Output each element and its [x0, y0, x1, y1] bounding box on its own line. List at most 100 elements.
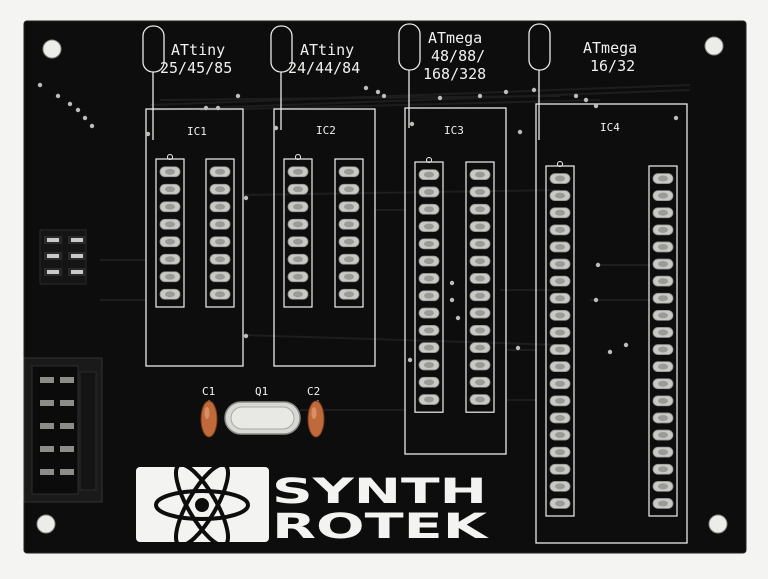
socket-pin [652, 224, 674, 236]
via [273, 125, 279, 131]
trace [149, 84, 691, 106]
mounting-hole [42, 39, 62, 59]
header-pin [68, 236, 86, 244]
socket-pin [209, 288, 231, 300]
socket-pin [549, 498, 571, 509]
socket-pin [418, 359, 440, 371]
socket-pin [652, 498, 674, 509]
chip-labels: ATtiny 25/45/85 ATtiny 24/44/84 ATmega 4… [160, 29, 637, 83]
socket-pin [287, 201, 309, 213]
socket-pin [338, 218, 360, 230]
ic4-socket-left [545, 165, 575, 517]
socket-pin [469, 290, 491, 302]
socket-pin [652, 480, 674, 492]
header-pin [60, 377, 74, 383]
socket-pin [287, 236, 309, 248]
socket-pin [549, 361, 571, 373]
socket-pin [338, 183, 360, 195]
mounting-hole [708, 514, 728, 534]
via [607, 349, 613, 355]
via [243, 333, 249, 339]
socket-pin [159, 166, 181, 178]
socket-pin [652, 395, 674, 407]
via [55, 93, 61, 99]
attiny-a-label-line2: 25/45/85 [160, 59, 232, 77]
socket-pin [549, 275, 571, 287]
socket-pin [652, 309, 674, 321]
via [409, 121, 415, 127]
socket-pin [418, 169, 440, 181]
trace [242, 334, 561, 346]
socket-pin [418, 203, 440, 215]
designator-ic2: IC2 [316, 124, 336, 137]
via [477, 93, 483, 99]
logo-line2: ROTEK [272, 507, 490, 547]
test-point-pads [142, 23, 551, 140]
socket-pin [652, 429, 674, 441]
socket-pin [469, 186, 491, 198]
socket-pin [418, 394, 440, 405]
mounting-holes [36, 36, 728, 534]
socket-pin [652, 190, 674, 202]
atmega-a-label-line3: 168/328 [423, 65, 486, 83]
socket-pin [549, 292, 571, 304]
socket-pin [549, 207, 571, 219]
socket-pin [159, 288, 181, 300]
socket-pin [469, 394, 491, 405]
socket-pin [652, 412, 674, 424]
socket-pin [469, 324, 491, 336]
ic3-socket-right [465, 161, 495, 413]
via [375, 89, 381, 95]
via [67, 101, 73, 107]
header-pin [40, 377, 54, 383]
via [82, 115, 88, 121]
via [503, 89, 509, 95]
via [89, 123, 95, 129]
via [449, 280, 455, 286]
socket-pin [549, 258, 571, 270]
pin1-marker [557, 161, 563, 167]
header-pin [68, 268, 86, 276]
header-pin [60, 446, 74, 452]
crystal-q1 [224, 401, 301, 435]
designator-ic1: IC1 [187, 125, 207, 138]
socket-pin [159, 253, 181, 265]
socket-pin [159, 218, 181, 230]
socket-pin [338, 288, 360, 300]
header-pin [60, 400, 74, 406]
via [595, 262, 601, 268]
via [573, 93, 579, 99]
attiny-a-label-line1: ATtiny [171, 41, 225, 59]
box-header-pins [40, 377, 74, 475]
socket-pin [549, 327, 571, 338]
via [407, 357, 413, 363]
socket-pin [209, 253, 231, 265]
socket-pin [418, 273, 440, 284]
socket-pin [652, 292, 674, 304]
via [455, 315, 461, 321]
socket-pin [549, 395, 571, 407]
socket-pin [159, 183, 181, 195]
socket-pin [287, 253, 309, 265]
socket-pin [159, 271, 181, 283]
socket-pin [549, 463, 571, 475]
header-pin [60, 469, 74, 475]
socket-pin [549, 446, 571, 458]
header-pin [44, 252, 62, 260]
socket-pin [338, 271, 360, 283]
socket-pin [287, 218, 309, 230]
socket-pin [652, 258, 674, 270]
via [363, 85, 369, 91]
ic1-outline [145, 108, 244, 367]
socket-pin [338, 236, 360, 248]
atmega-a-label-line1: ATmega [428, 29, 482, 47]
socket-pin [652, 344, 674, 355]
via [593, 297, 599, 303]
socket-pin [209, 236, 231, 248]
box-header-connector [23, 357, 103, 503]
socket-pin [652, 327, 674, 338]
trace [159, 95, 561, 101]
socket-pin [549, 344, 571, 355]
designator-ic3: IC3 [444, 124, 464, 137]
